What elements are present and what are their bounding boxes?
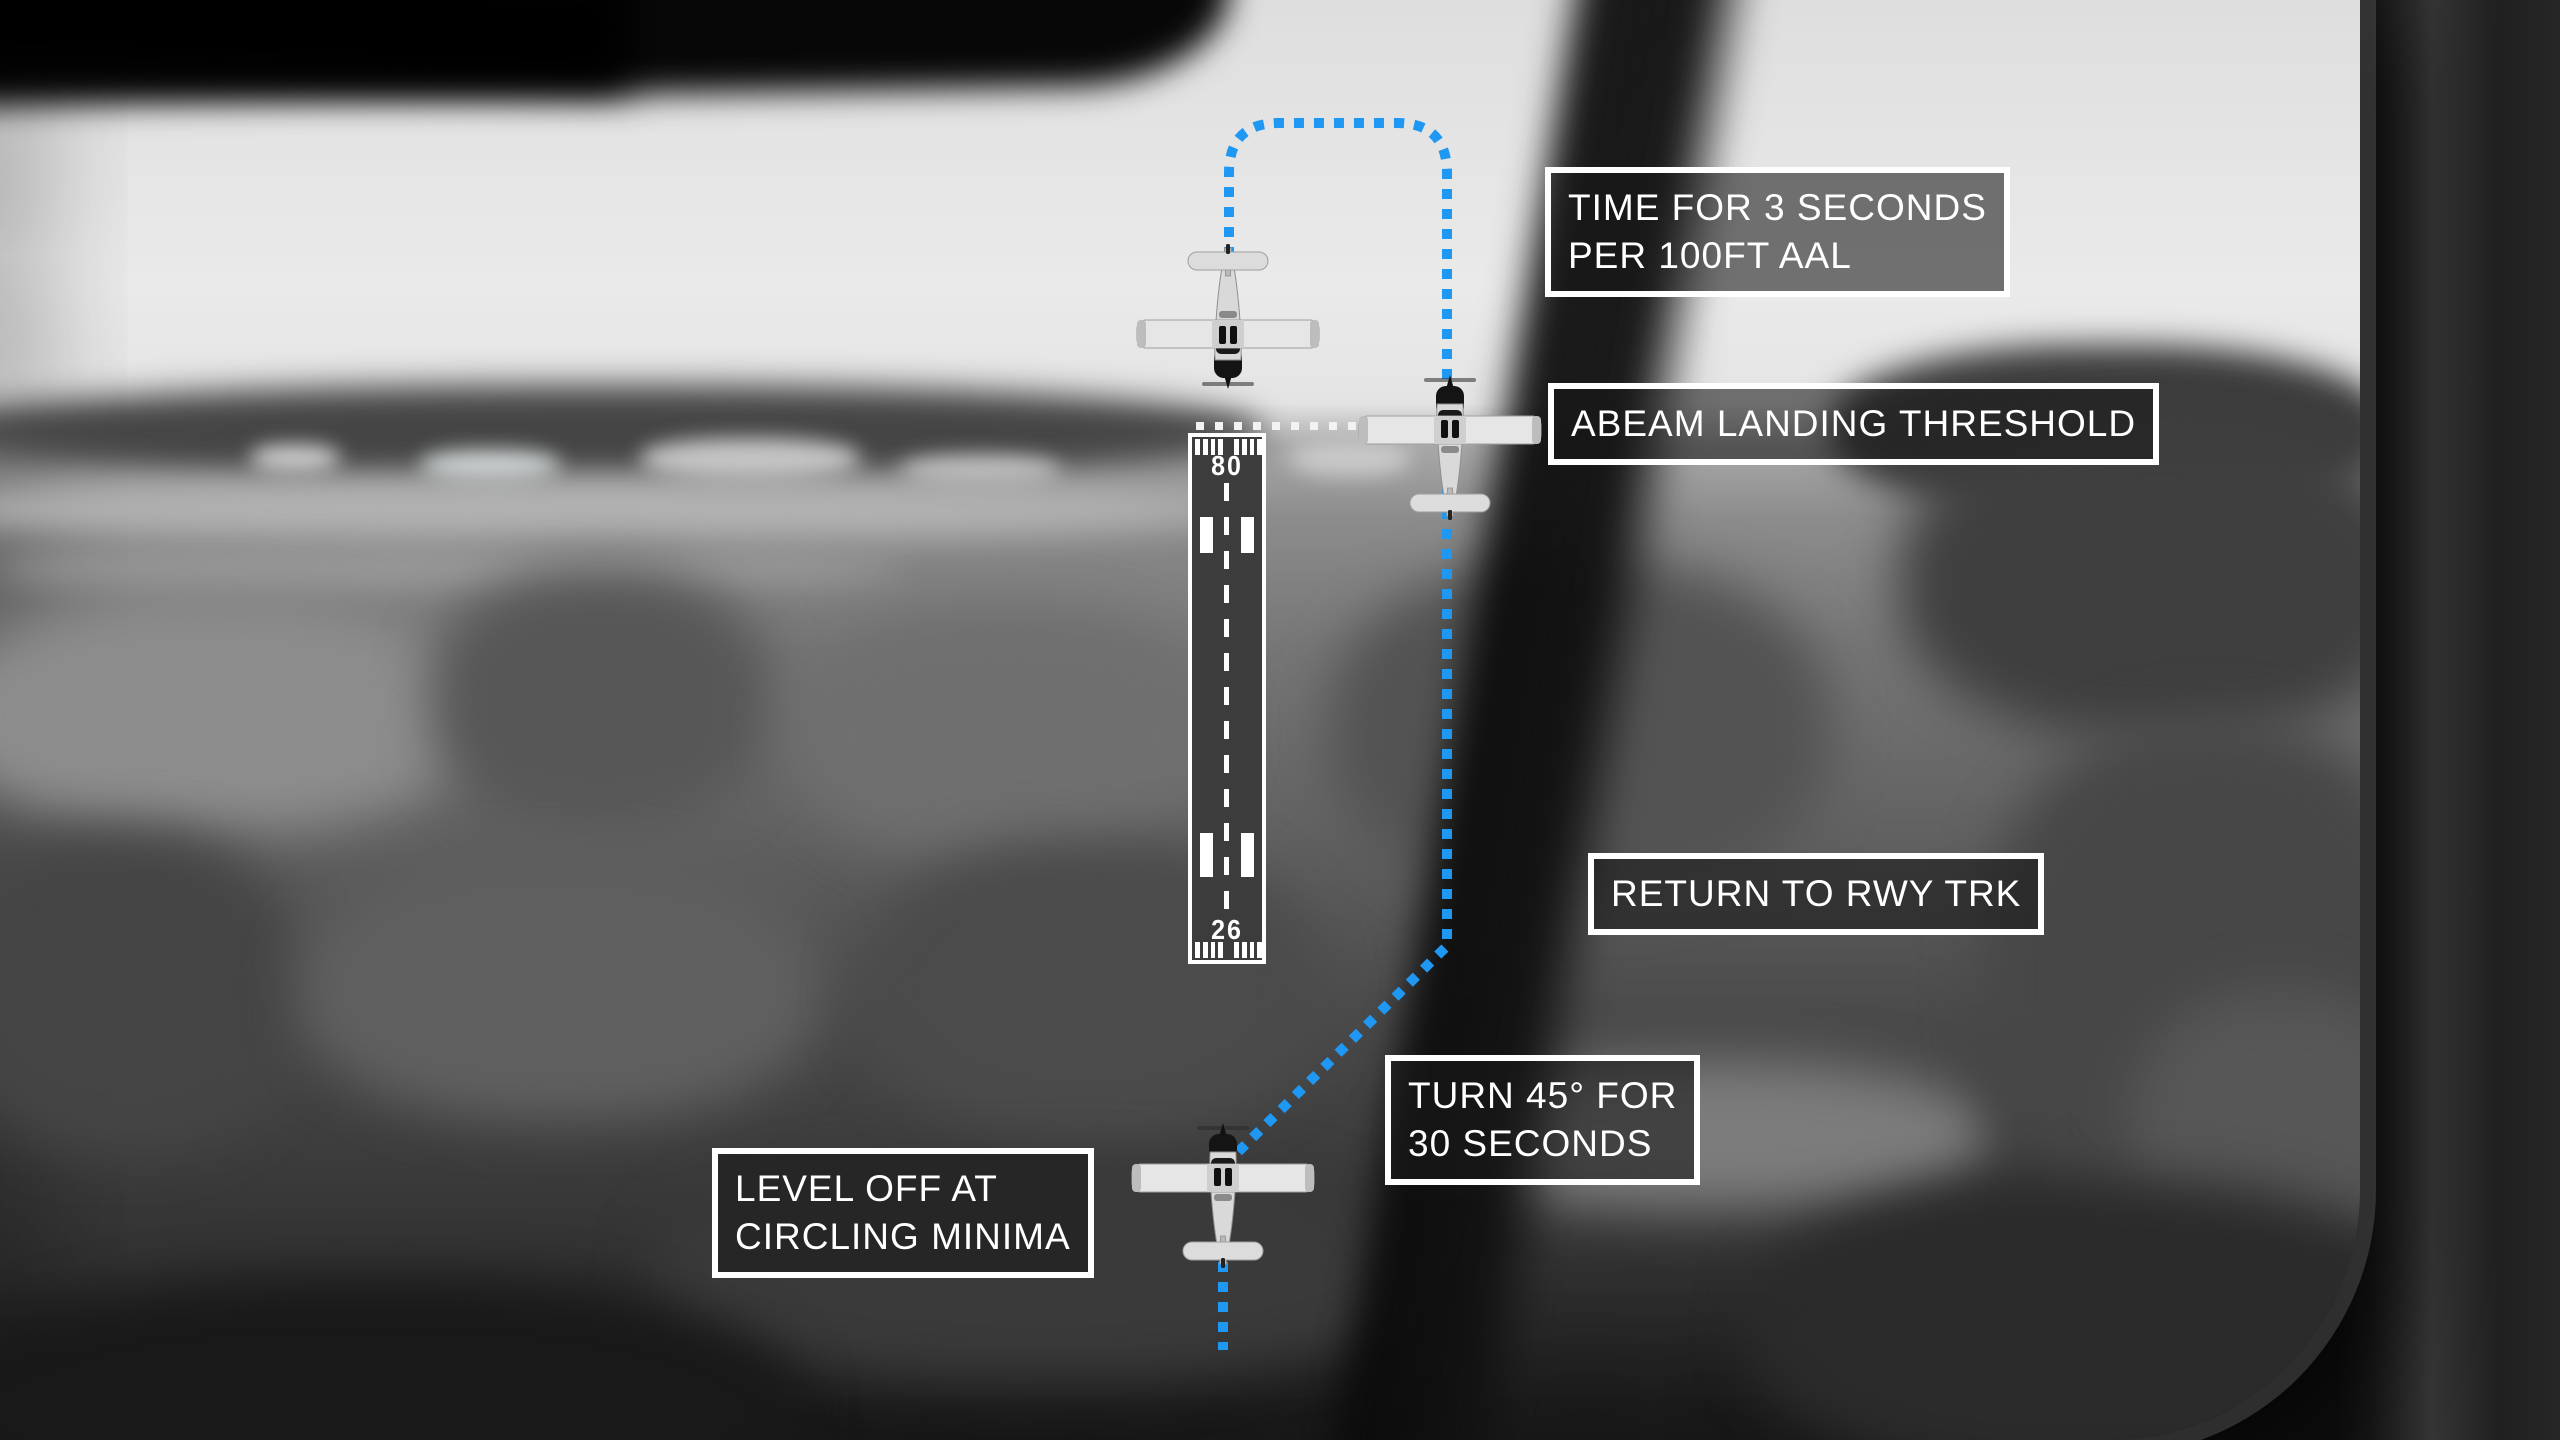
runway-markings: 80 26: [1192, 437, 1262, 960]
threshold-stripes-top: [1192, 439, 1262, 455]
flight-path: [1224, 118, 1452, 1158]
aircraft-icon-upwind: [1131, 1123, 1315, 1269]
terrain-buildings: [250, 445, 340, 471]
return-track-annotation-line1: RETURN TO RWY TRK: [1611, 873, 2022, 914]
terrain-buildings: [420, 450, 560, 480]
runway-centerline: [1224, 483, 1229, 915]
terrain-buildings: [640, 438, 860, 480]
terrain-patch: [430, 570, 770, 830]
runway-graphic: 80 26: [1188, 433, 1266, 964]
threshold-stripes-bottom: [1192, 942, 1262, 958]
level-off-annotation-line2: CIRCLING MINIMA: [735, 1216, 1071, 1257]
terrain-patch: [1900, 420, 2360, 740]
terrain-patch: [0, 600, 480, 830]
return-track-annotation: RETURN TO RWY TRK: [1588, 853, 2045, 935]
time-annotation-line2: PER 100FT AAL: [1568, 235, 1852, 276]
touchdown-zone-marking: [1200, 833, 1213, 877]
touchdown-zone-marking: [1241, 833, 1254, 877]
photo-runway-strip: [0, 478, 1230, 540]
level-off-annotation: LEVEL OFF AT CIRCLING MINIMA: [712, 1148, 1094, 1278]
terrain-patch: [790, 610, 1220, 860]
terrain-patch: [0, 830, 300, 1150]
time-annotation: TIME FOR 3 SECONDS PER 100FT AAL: [1545, 167, 2010, 297]
photo-taxiway-strip: [0, 548, 900, 588]
terrain-buildings: [900, 455, 1060, 485]
terrain-buildings: [1290, 440, 1410, 476]
aircraft-icon-final: [1136, 243, 1320, 389]
runway-number-top: 80: [1211, 450, 1243, 482]
terrain-shadow: [1750, 1180, 2360, 1440]
runway-number-bottom: 26: [1211, 914, 1243, 946]
cockpit-photo-background: 80 26: [0, 0, 2360, 1440]
aircraft-icon-abeam: [1358, 375, 1542, 521]
level-off-annotation-line1: LEVEL OFF AT: [735, 1168, 998, 1209]
abeam-annotation-line1: ABEAM LANDING THRESHOLD: [1571, 403, 2137, 444]
terrain-patch: [300, 860, 820, 1120]
time-annotation-line1: TIME FOR 3 SECONDS: [1568, 187, 1987, 228]
touchdown-zone-marking: [1241, 517, 1254, 553]
turn-annotation-line1: TURN 45° FOR: [1408, 1075, 1678, 1116]
abeam-annotation: ABEAM LANDING THRESHOLD: [1548, 383, 2160, 465]
turn-annotation: TURN 45° FOR 30 SECONDS: [1385, 1055, 1701, 1185]
touchdown-zone-marking: [1200, 517, 1213, 553]
turn-annotation-line2: 30 SECONDS: [1408, 1123, 1653, 1164]
